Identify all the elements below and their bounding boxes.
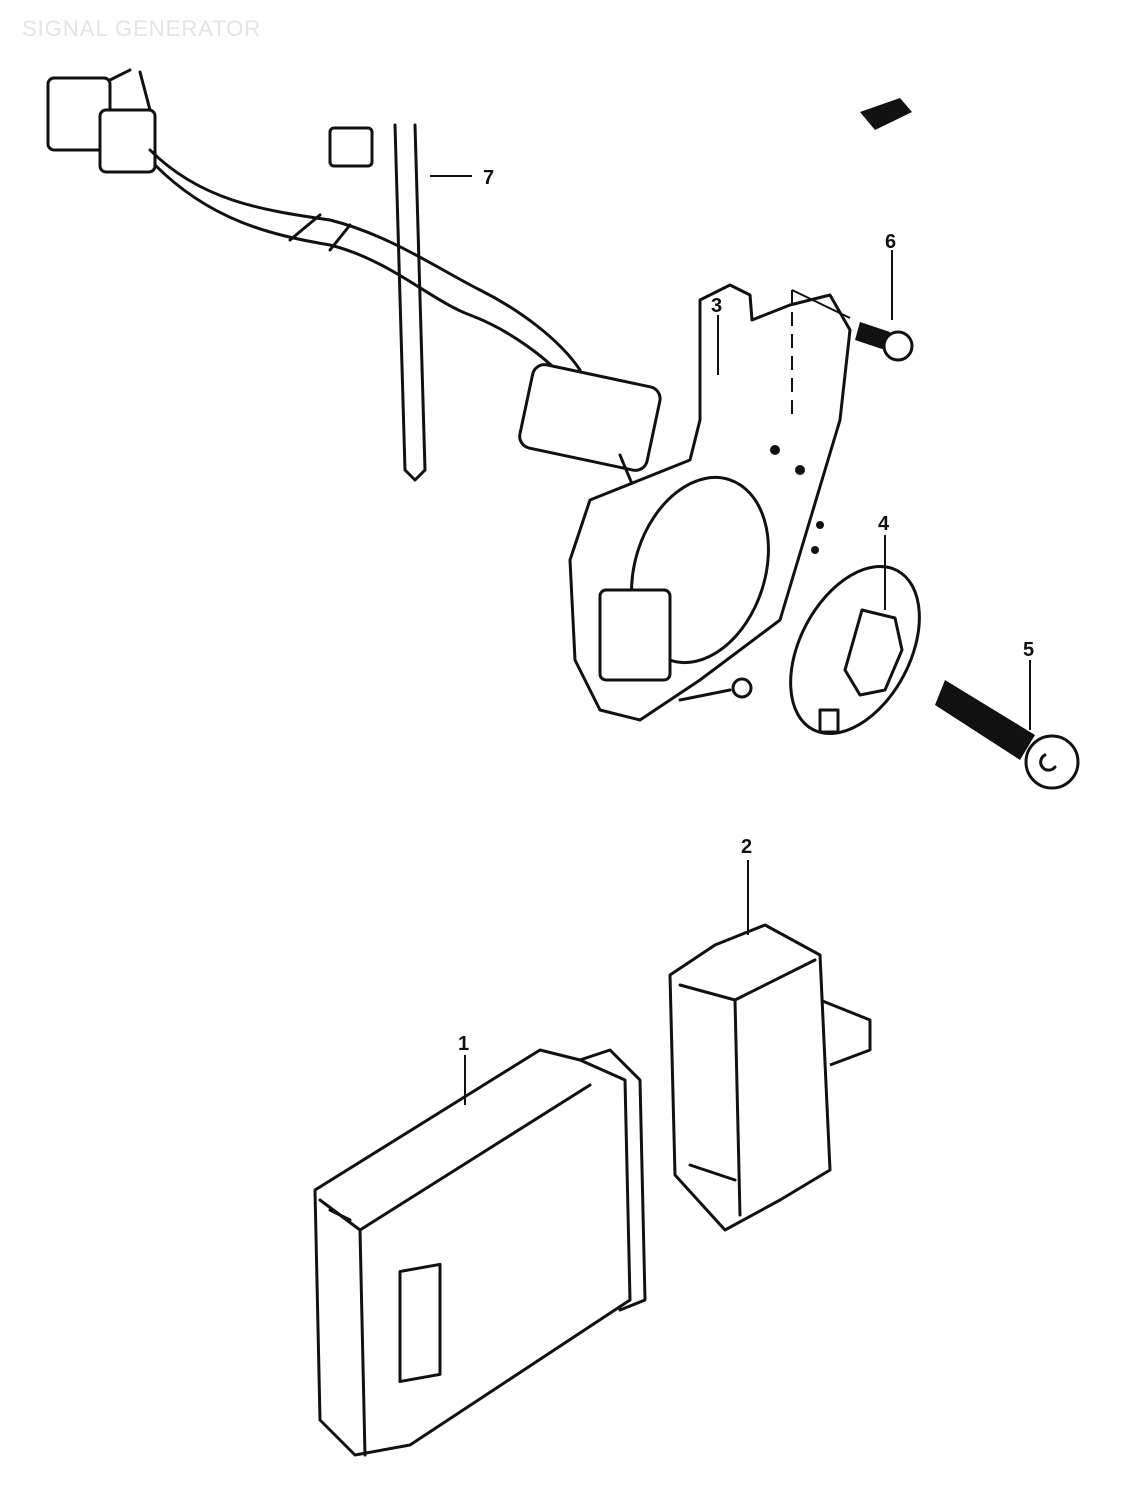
callout-6: 6 <box>885 231 896 253</box>
callout-2: 2 <box>741 836 752 858</box>
clamp-part <box>328 123 427 482</box>
regulator-unit <box>668 923 872 1232</box>
wire-harness <box>46 68 662 522</box>
callouts: 1 2 3 4 5 6 7 <box>430 167 1034 1105</box>
igniter-unit <box>313 1048 647 1457</box>
rotor-part <box>789 564 921 736</box>
signal-generator-plate <box>568 283 852 722</box>
clip-part <box>860 98 912 130</box>
callout-3: 3 <box>711 295 722 317</box>
screw-part <box>791 289 914 420</box>
callout-1: 1 <box>458 1033 469 1055</box>
callout-7: 7 <box>483 167 494 189</box>
diagram-title: SIGNAL GENERATOR <box>22 16 262 41</box>
callout-4: 4 <box>878 513 890 535</box>
callout-5: 5 <box>1023 639 1034 661</box>
rotor-bolt-part <box>935 680 1080 790</box>
